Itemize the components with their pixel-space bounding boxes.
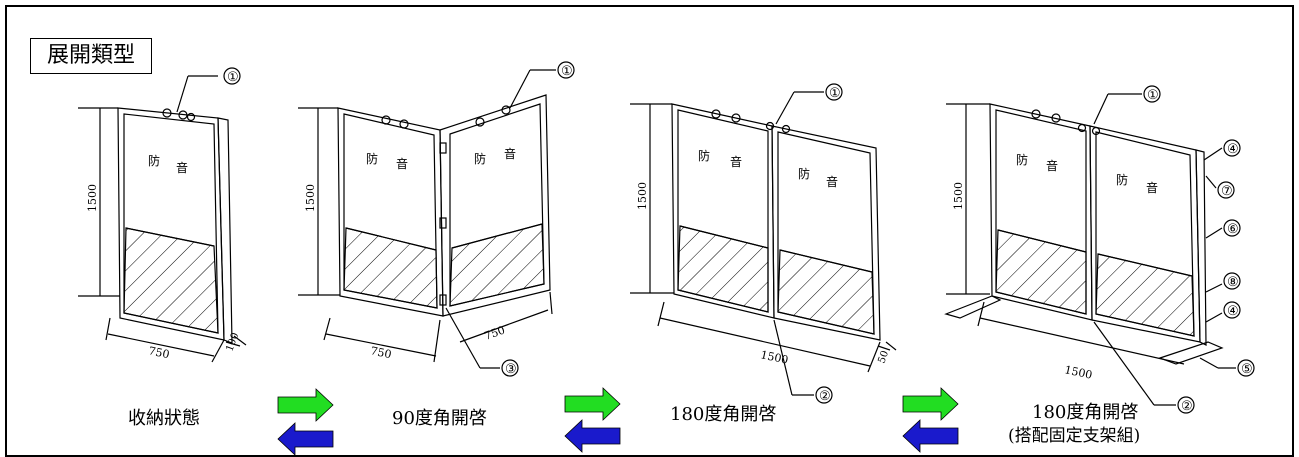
stand-post: [1195, 149, 1207, 346]
stand-foot-right: [1158, 341, 1224, 365]
leader-1-stored: [176, 67, 241, 113]
arrow-forward-2: [564, 387, 621, 421]
panel-text-right: 音: [176, 160, 188, 175]
arrow-back-1: [277, 422, 334, 456]
stand-foot-left: [944, 295, 1002, 319]
caption-open180: 180度角開啓: [670, 404, 777, 425]
leader-2-stand: [1093, 321, 1195, 414]
leader-8: [1205, 272, 1241, 293]
panel-text-right: 音: [730, 154, 742, 169]
panel-text-left: 防: [366, 151, 378, 166]
leader-5: [1199, 357, 1255, 377]
dim-width-90-left: [323, 317, 441, 363]
panel-180-right: [765, 121, 881, 341]
panel-text-left: 防: [148, 153, 160, 168]
arrow-back-3: [902, 419, 959, 453]
dim-width-stand: [977, 301, 1185, 365]
arrow-forward-3: [902, 387, 959, 421]
dim-label-height: 1500: [86, 184, 99, 212]
leader-7: [1205, 175, 1235, 199]
callout-1: ①: [561, 64, 573, 79]
caption-open180-stand-line2: (搭配固定支架組): [1008, 426, 1141, 446]
figure-180-stand: [944, 85, 1255, 414]
callout-2: ②: [1181, 399, 1193, 414]
callout-4: ④: [1227, 142, 1239, 157]
dim-label-thickness: 100: [224, 331, 241, 353]
dim-label-width: 750: [483, 323, 507, 342]
panel-text-right: 音: [504, 146, 516, 161]
dim-label-wide: 1500: [759, 348, 789, 367]
dim-label-width: 750: [369, 344, 392, 361]
dim-label-height: 1500: [636, 182, 649, 210]
leader-1-90: [509, 61, 575, 109]
panel-stored: [117, 107, 233, 344]
panel-180-left: [671, 103, 775, 319]
leader-4-bottom: [1205, 301, 1241, 323]
caption-open90: 90度角開啓: [392, 408, 487, 429]
panel-stand-right: [1077, 123, 1201, 343]
leader-4-top: [1203, 139, 1241, 161]
dim-width-180: [657, 301, 897, 373]
leader-1-180: [775, 83, 843, 125]
figure-stored: [78, 67, 247, 363]
panel-90-right: [439, 94, 551, 317]
arrow-forward-1: [277, 388, 334, 422]
callout-3: ③: [505, 362, 517, 377]
leader-2-180: [773, 319, 833, 404]
callout-1: ①: [227, 70, 239, 85]
panel-text-left: 防: [798, 166, 810, 181]
dim-label-height: 1500: [952, 182, 965, 210]
caption-stored: 收納狀態: [128, 408, 200, 429]
dim-label-offset: 50: [876, 349, 891, 365]
callout-7: ⑦: [1221, 184, 1233, 199]
panel-text-left: 防: [1116, 172, 1128, 187]
callout-1: ①: [1147, 88, 1159, 103]
arrow-back-2: [564, 419, 621, 453]
dim-height-stand: [946, 103, 990, 295]
panel-text-right: 音: [396, 156, 408, 171]
panel-text-left: 防: [698, 148, 710, 163]
panel-stand-left: [989, 103, 1093, 321]
dim-width-90-right: [459, 291, 553, 343]
dim-height-stored: [78, 107, 120, 297]
dim-label-wide: 1500: [1063, 363, 1093, 382]
leader-6: [1205, 219, 1241, 239]
dim-label-width: 750: [147, 344, 170, 361]
callout-6: ⑥: [1227, 222, 1239, 237]
callout-8: ⑧: [1227, 275, 1239, 290]
panel-text-left: 防: [474, 151, 486, 166]
callout-5: ⑤: [1241, 362, 1253, 377]
diagram-title: 展開類型: [30, 38, 152, 74]
panel-text-right: 音: [1046, 158, 1058, 173]
panel-90-left: [337, 107, 444, 317]
dim-height-180: [630, 103, 674, 294]
leader-3-90: [445, 307, 519, 377]
figure-90: [298, 61, 575, 377]
dim-width-stored: [105, 317, 247, 363]
callout-2: ②: [819, 389, 831, 404]
leader-1-stand: [1093, 85, 1161, 125]
dim-height-90: [298, 107, 340, 296]
callout-4: ④: [1227, 304, 1239, 319]
hinges-90: [439, 142, 447, 306]
caption-open180-stand-line1: 180度角開啓: [1032, 402, 1139, 423]
dim-label-height: 1500: [304, 184, 317, 212]
figure-180: [630, 83, 897, 404]
panel-text-left: 防: [1016, 152, 1028, 167]
panel-text-right: 音: [826, 174, 838, 189]
callout-1: ①: [829, 86, 841, 101]
panel-text-right: 音: [1146, 180, 1158, 195]
